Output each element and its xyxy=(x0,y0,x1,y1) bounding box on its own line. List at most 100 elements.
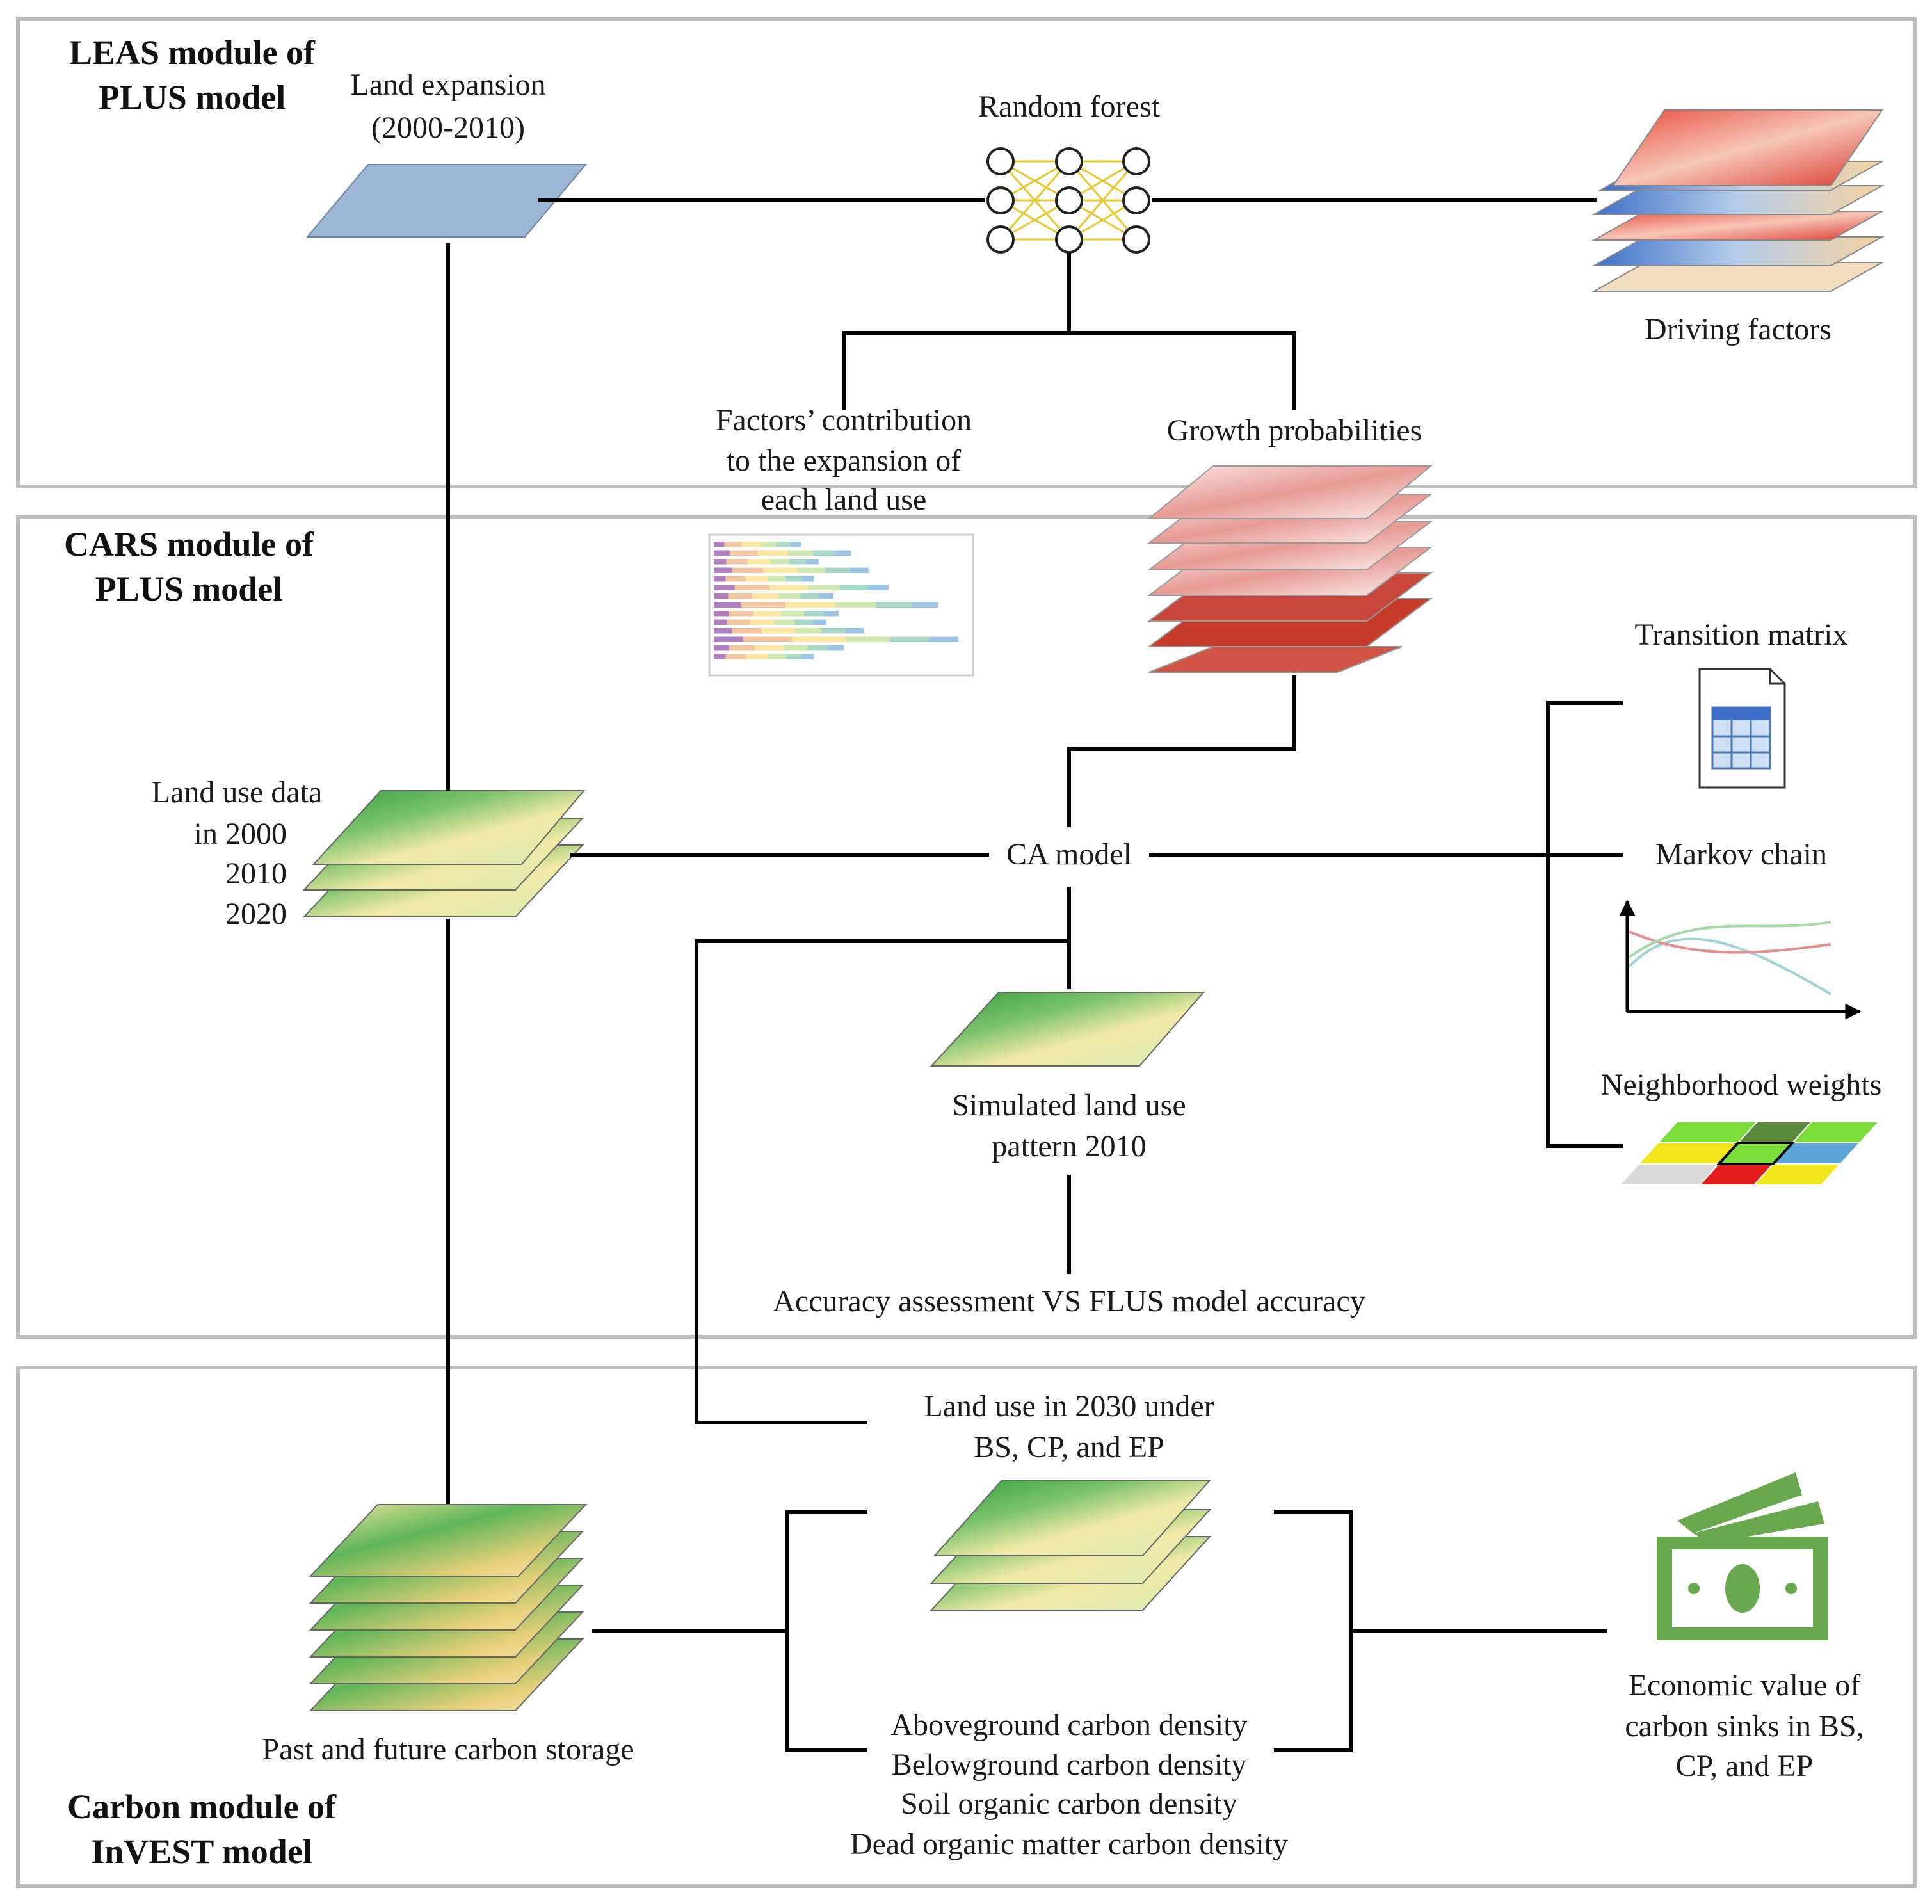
contribution-bar-segment xyxy=(714,559,727,565)
accuracy-assessment-label: Accuracy assessment VS FLUS model accura… xyxy=(773,1284,1365,1318)
contribution-bar-segment xyxy=(792,636,846,642)
simulated-pattern-line1: Simulated land use xyxy=(952,1088,1186,1122)
contribution-bar-segment xyxy=(867,585,889,590)
economic-value-line1: Economic value of xyxy=(1629,1668,1861,1702)
contribution-bar-segment xyxy=(797,567,826,573)
contribution-bar-segment xyxy=(787,550,813,556)
contribution-bar-segment xyxy=(821,628,846,634)
simulated-land-use-map xyxy=(930,992,1205,1067)
contribution-bar-segment xyxy=(794,628,822,634)
land-use-data-line1: Land use data xyxy=(152,775,323,809)
contribution-bar-segment xyxy=(734,585,770,590)
contribution-bar-segment xyxy=(812,619,826,625)
contribution-bar-segment xyxy=(785,602,835,608)
contribution-bar-segment xyxy=(714,602,741,608)
contribution-bar-segment xyxy=(763,567,798,573)
contribution-bar-segment xyxy=(753,611,782,617)
contribution-bar-segment xyxy=(808,585,840,590)
contribution-bar-segment xyxy=(778,593,800,599)
contribution-bar-segment xyxy=(781,611,804,617)
arrow-ca-to-2030 xyxy=(695,939,1069,1425)
factors-contribution-line2: to the expansion of xyxy=(727,444,962,478)
cars-module-title-line2: PLUS model xyxy=(95,570,283,608)
carbon-storage-label: Past and future carbon storage xyxy=(262,1732,634,1766)
contribution-bar-segment xyxy=(729,645,755,651)
contribution-bar-segment xyxy=(794,619,813,625)
contribution-bar-segment xyxy=(745,654,768,659)
contribution-bar-chart xyxy=(708,533,974,677)
contribution-bar-segment xyxy=(768,654,786,659)
contribution-bar-segment xyxy=(714,636,743,642)
contribution-bar-segment xyxy=(714,550,730,556)
contribution-bar-segment xyxy=(761,628,795,634)
markov-chain-label: Markov chain xyxy=(1655,837,1827,871)
carbon-density-1: Aboveground carbon density xyxy=(890,1708,1247,1742)
contribution-bar-segment xyxy=(846,636,890,642)
contribution-bar-segment xyxy=(875,602,912,608)
contribution-bar-segment xyxy=(714,576,726,582)
contribution-bar-segment xyxy=(727,619,750,625)
contribution-bar-segment xyxy=(755,645,784,651)
contribution-bar-segment xyxy=(835,602,876,608)
money-icon xyxy=(1657,1472,1828,1640)
contribution-bar-segment xyxy=(929,636,959,642)
contribution-bar-segment xyxy=(714,542,725,547)
contribution-bar-segment xyxy=(768,576,786,582)
contribution-bar-segment xyxy=(777,542,791,547)
contribution-bar-segment xyxy=(724,542,742,547)
contribution-bar-segment xyxy=(745,576,768,582)
contribution-bar-segment xyxy=(714,645,730,651)
arrow-forest-to-probabilities xyxy=(1069,331,1297,410)
contribution-bar-segment xyxy=(785,576,802,582)
contribution-bar-segment xyxy=(834,550,851,556)
contribution-bar-segment xyxy=(747,559,771,565)
arrow-forest-to-contribution xyxy=(841,253,1071,410)
contribution-bar-segment xyxy=(769,585,809,590)
contribution-bar-segment xyxy=(849,567,869,573)
driving-factors-stack xyxy=(1591,109,1885,292)
contribution-bar-segment xyxy=(714,567,733,573)
contribution-bar-segment xyxy=(828,645,844,651)
contribution-bar-segment xyxy=(825,567,850,573)
leas-module-panel xyxy=(16,17,1917,488)
document-table-icon xyxy=(1698,668,1786,789)
cars-module-title-line1: CARS module of xyxy=(64,525,314,563)
contribution-bar-segment xyxy=(801,654,814,659)
contribution-bar-segment xyxy=(752,593,779,599)
growth-probabilities-label: Growth probabilities xyxy=(1167,414,1422,448)
contribution-bar-segment xyxy=(714,619,728,625)
neighborhood-weights-label: Neighborhood weights xyxy=(1601,1068,1882,1102)
contribution-bar-segment xyxy=(741,602,786,608)
contribution-bar-segment xyxy=(726,559,748,565)
contribution-bar-segment xyxy=(845,628,864,634)
contribution-bar-segment xyxy=(785,654,802,659)
bracket-transition-markov-weights xyxy=(1546,701,1623,1148)
transition-matrix-label: Transition matrix xyxy=(1635,618,1848,652)
land-use-data-line3: 2010 xyxy=(225,857,287,891)
factors-contribution-line3: each land use xyxy=(761,483,927,517)
arrow-probabilities-to-ca xyxy=(1067,675,1296,828)
carbon-module-title-line2: InVEST model xyxy=(91,1832,312,1871)
neural-network-icon xyxy=(986,147,1150,254)
random-forest-label: Random forest xyxy=(978,90,1161,124)
land-use-data-line4: 2020 xyxy=(225,897,287,931)
contribution-bar-segment xyxy=(714,593,729,599)
contribution-bar-segment xyxy=(823,611,839,617)
contribution-bar-segment xyxy=(714,654,726,659)
land-expansion-node: Land expansion (2000-2010) xyxy=(305,68,588,238)
contribution-bar-segment xyxy=(725,654,746,659)
contribution-bar-segment xyxy=(750,619,775,625)
growth-probabilities-stack xyxy=(1147,465,1433,673)
contribution-bar-segment xyxy=(791,542,801,547)
contribution-bar-segment xyxy=(741,542,761,547)
land-use-2030-stack xyxy=(930,1480,1212,1611)
economic-value-line3: CP, and EP xyxy=(1676,1749,1814,1783)
contribution-bar-segment xyxy=(800,593,819,599)
contribution-bar-segment xyxy=(732,567,764,573)
carbon-density-4: Dead organic matter carbon density xyxy=(850,1827,1288,1861)
contribution-bar-segment xyxy=(761,542,777,547)
leas-module-title-line2: PLUS model xyxy=(99,78,286,117)
contribution-bar-segment xyxy=(890,636,930,642)
grid-weights-icon xyxy=(1618,1121,1881,1186)
